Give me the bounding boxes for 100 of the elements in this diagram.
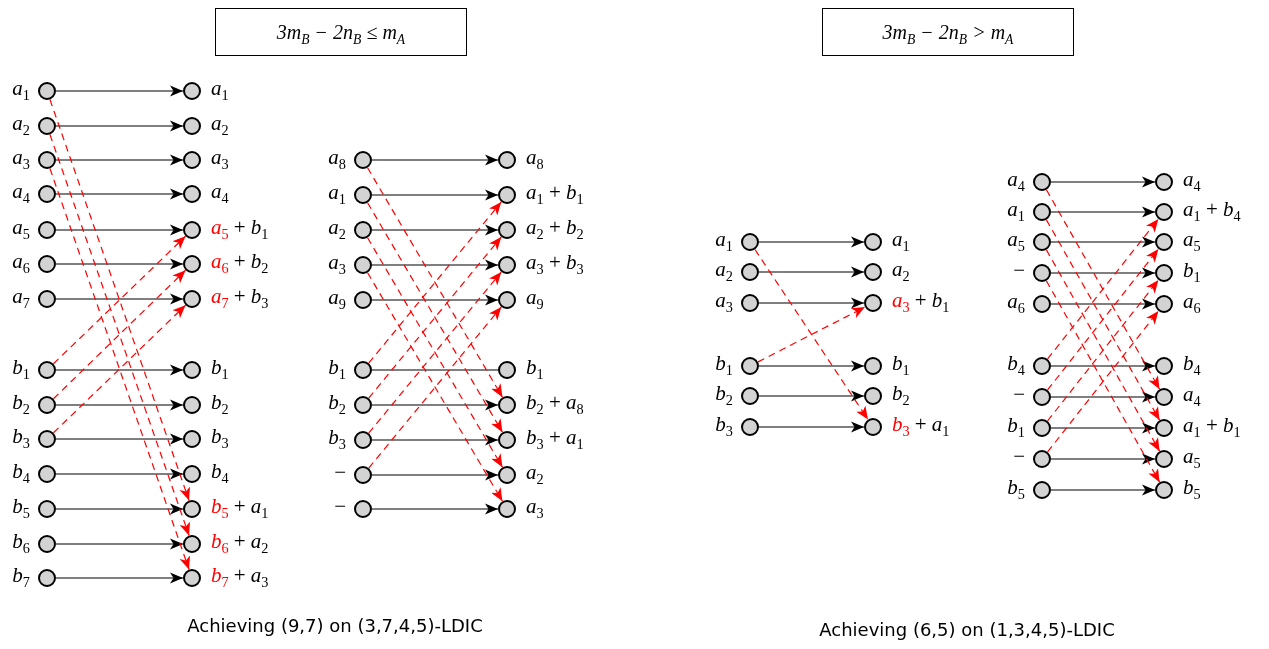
math-label: + a$_{2}$ bbox=[233, 529, 269, 553]
math-label: b$_{1}$ bbox=[715, 351, 733, 375]
math-label: a$_{1}$ bbox=[12, 76, 30, 100]
math-label: b$_{3}$ bbox=[211, 424, 229, 448]
node-circle bbox=[498, 151, 516, 169]
node-circle bbox=[1033, 357, 1051, 375]
node-circle bbox=[183, 430, 201, 448]
dashed-arrow bbox=[1045, 249, 1161, 452]
node-circle bbox=[1155, 173, 1173, 191]
arrow bbox=[758, 236, 865, 248]
arrow bbox=[1050, 176, 1156, 188]
math-label: a$_{4}$ bbox=[1183, 382, 1201, 406]
math-label: b$_{2}$ bbox=[892, 381, 910, 405]
math-label: + b$_{1}$ bbox=[914, 288, 950, 312]
node-circle bbox=[498, 291, 516, 309]
node-circle bbox=[498, 500, 516, 518]
node-circle bbox=[1033, 388, 1051, 406]
dashed-arrow bbox=[366, 272, 504, 502]
arrow bbox=[758, 266, 865, 278]
node-circle bbox=[354, 466, 372, 484]
node-circle bbox=[1033, 233, 1051, 251]
math-label: b$_{4}$ bbox=[1007, 351, 1025, 375]
node-circle bbox=[38, 465, 56, 483]
dashed-arrow bbox=[1045, 280, 1161, 483]
math-label: b$_{2}$ + a$_{8}$ bbox=[526, 390, 584, 414]
dashed-arrow bbox=[368, 201, 502, 364]
node-circle bbox=[1155, 295, 1173, 313]
arrow bbox=[1050, 298, 1156, 310]
formula-box bbox=[822, 8, 1074, 56]
math-label: b$_{2}$ bbox=[12, 390, 30, 414]
math-label: a$_{9}$ bbox=[526, 285, 544, 309]
math-label: a$_{6}$ bbox=[12, 249, 30, 273]
node-circle bbox=[1033, 173, 1051, 191]
math-label: b$_{5}$ bbox=[211, 494, 229, 518]
dashed-arrow bbox=[368, 306, 502, 469]
node-circle bbox=[183, 396, 201, 414]
math-label: b$_{3}$ bbox=[328, 425, 346, 449]
math-label: b$_{1}$ bbox=[892, 351, 910, 375]
math-label: a$_{8}$ bbox=[328, 145, 346, 169]
arrow bbox=[55, 85, 184, 97]
node-circle bbox=[38, 361, 56, 379]
node-circle bbox=[183, 151, 201, 169]
dashed-arrow bbox=[1046, 279, 1160, 422]
math-label: + b$_{3}$ bbox=[233, 284, 269, 308]
math-label: + a$_{3}$ bbox=[233, 563, 269, 587]
node-circle bbox=[38, 535, 56, 553]
node-circle bbox=[354, 186, 372, 204]
arrow bbox=[1050, 484, 1156, 496]
math-label: a$_{1}$ bbox=[328, 180, 346, 204]
math-label: b$_{4}$ bbox=[12, 459, 30, 483]
dashed-arrow bbox=[368, 236, 502, 399]
dashed-arrow bbox=[52, 269, 187, 400]
math-label: b$_{5}$ bbox=[1183, 475, 1201, 499]
arrow bbox=[371, 224, 499, 236]
node-circle bbox=[183, 255, 201, 273]
math-label: − bbox=[334, 494, 346, 518]
math-label: + b$_{2}$ bbox=[233, 249, 269, 273]
node-circle bbox=[498, 361, 516, 379]
arrow bbox=[1050, 267, 1156, 279]
node-circle bbox=[1033, 419, 1051, 437]
arrow bbox=[371, 399, 499, 411]
math-label: b$_{1}$ bbox=[211, 355, 229, 379]
node-circle bbox=[1155, 450, 1173, 468]
node-circle bbox=[38, 290, 56, 308]
math-label: a$_{2}$ bbox=[211, 111, 229, 135]
math-label: a$_{5}$ bbox=[12, 215, 30, 239]
dashed-arrow bbox=[366, 202, 504, 433]
node-circle bbox=[1155, 357, 1173, 375]
connector-line bbox=[371, 369, 499, 371]
arrow bbox=[371, 469, 499, 481]
node-circle bbox=[741, 263, 759, 281]
node-circle bbox=[864, 357, 882, 375]
math-label: a$_{3}$ bbox=[526, 494, 544, 518]
arrow bbox=[1050, 422, 1156, 434]
node-circle bbox=[38, 255, 56, 273]
math-label: a$_{5}$ bbox=[1007, 227, 1025, 251]
math-label: b$_{2}$ bbox=[211, 390, 229, 414]
node-circle bbox=[1033, 450, 1051, 468]
math-label: a$_{4}$ bbox=[211, 179, 229, 203]
node-circle bbox=[183, 82, 201, 100]
arrow bbox=[758, 390, 865, 402]
dashed-arrow bbox=[52, 235, 187, 365]
arrow bbox=[55, 258, 184, 270]
math-label: a$_{2}$ bbox=[715, 257, 733, 281]
dashed-arrow bbox=[1047, 218, 1159, 360]
arrow bbox=[1050, 236, 1156, 248]
node-circle bbox=[38, 117, 56, 135]
math-label: − bbox=[334, 460, 346, 484]
math-label: a$_{1}$ bbox=[211, 76, 229, 100]
node-circle bbox=[183, 185, 201, 203]
node-circle bbox=[38, 396, 56, 414]
caption-text: Achieving (6,5) on (1,3,4,5)-LDIC bbox=[819, 619, 1115, 640]
arrow bbox=[55, 120, 184, 132]
math-label: a$_{6}$ bbox=[1007, 289, 1025, 313]
math-label: b$_{1}$ bbox=[1007, 413, 1025, 437]
arrow bbox=[758, 297, 865, 309]
node-circle bbox=[354, 291, 372, 309]
node-circle bbox=[183, 535, 201, 553]
math-label: b$_{2}$ bbox=[715, 381, 733, 405]
arrow bbox=[1050, 453, 1156, 465]
